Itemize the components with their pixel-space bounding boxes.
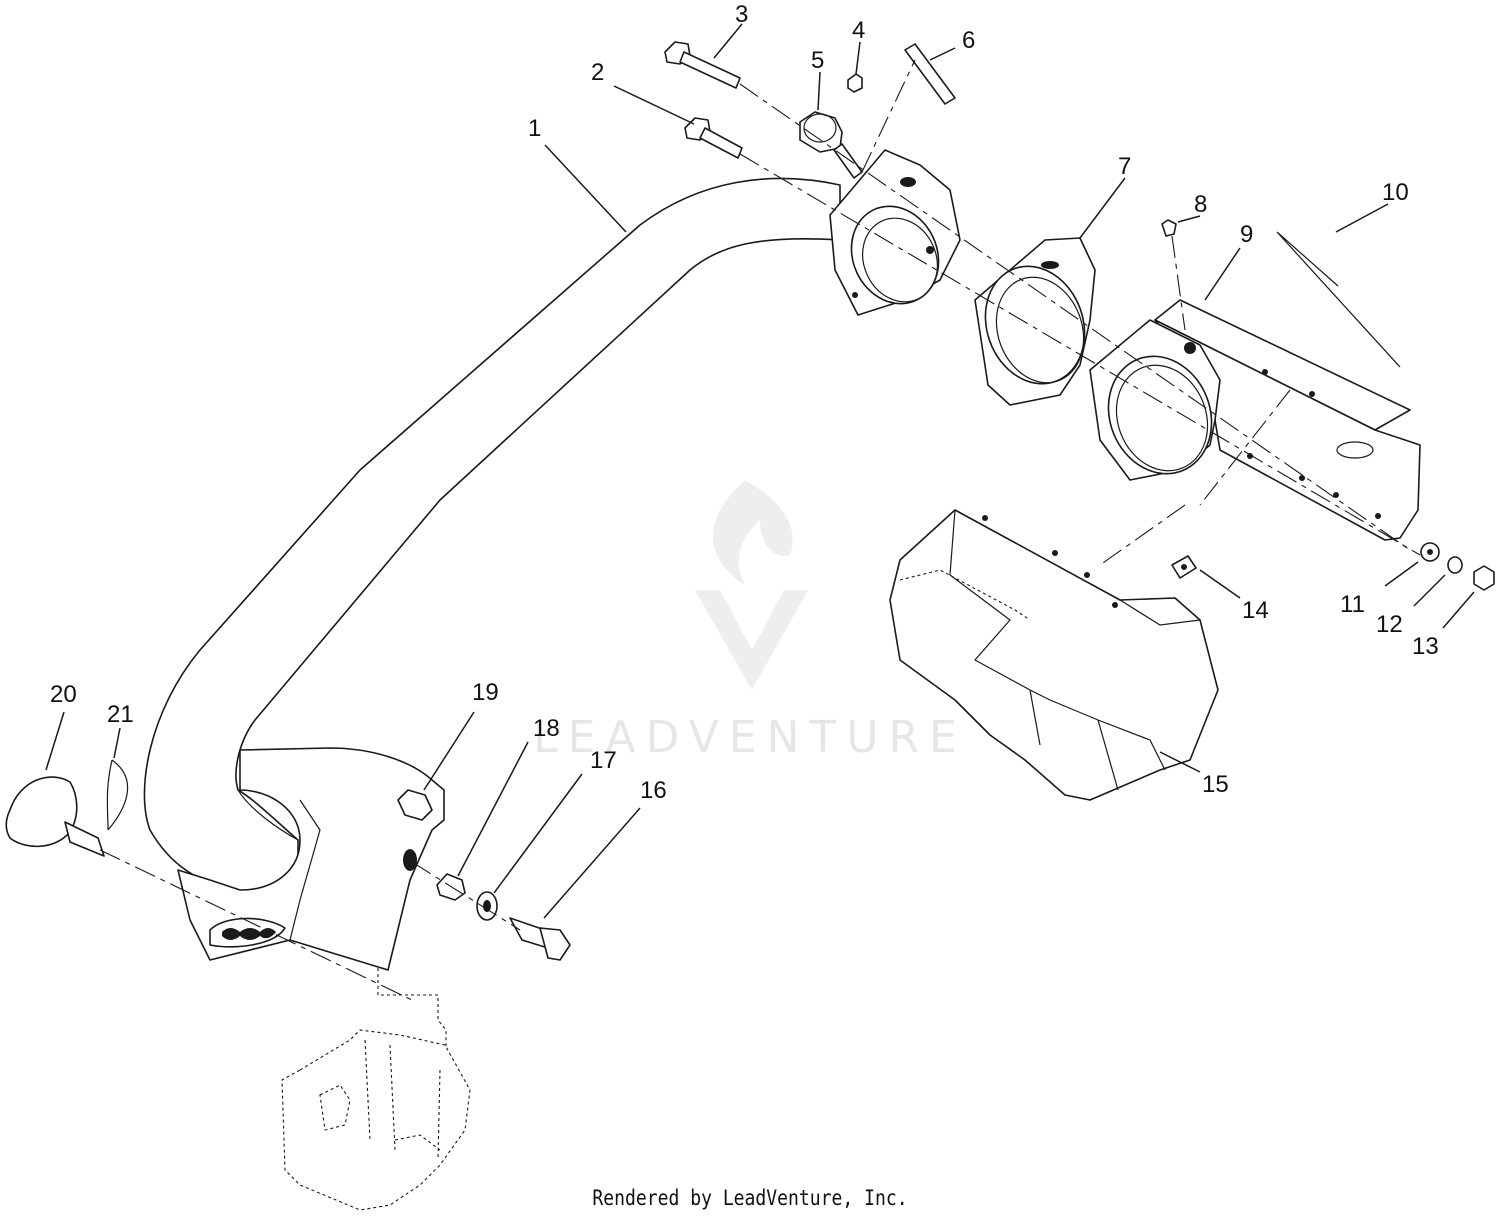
footer-credit: Rendered by LeadVenture, Inc.: [592, 1186, 908, 1210]
callout-1: 1: [528, 115, 541, 142]
heat-shield-plate: [1276, 231, 1401, 368]
callout-16: 16: [640, 777, 667, 804]
callout-12: 12: [1376, 611, 1403, 638]
pipe-mount-bracket: [177, 747, 445, 971]
callout-18: 18: [533, 715, 560, 742]
muffler: [889, 509, 1219, 801]
callout-4: 4: [852, 17, 865, 44]
callout-20: 20: [50, 681, 77, 708]
assembly-axis-lines: [99, 59, 1421, 1001]
callout-leaders: [45, 23, 1475, 919]
pipe-flange: [829, 149, 961, 316]
watermark-text: LEADVENTURE: [533, 712, 967, 763]
callout-19: 19: [472, 679, 499, 706]
callout-7: 7: [1118, 153, 1131, 180]
callout-3: 3: [735, 1, 748, 28]
callout-numbers: 1 2 3 4 5 6 7 8 9 10 11 12 13 14 15 16 1…: [50, 1, 1439, 804]
callout-9: 9: [1240, 221, 1253, 248]
callout-17: 17: [590, 747, 617, 774]
callout-14: 14: [1242, 597, 1269, 624]
callout-5: 5: [811, 47, 824, 74]
callout-6: 6: [962, 27, 975, 54]
callout-15: 15: [1202, 771, 1229, 798]
muffler-bracket: [1089, 299, 1421, 541]
callout-13: 13: [1412, 633, 1439, 660]
watermark-logo: LEADVENTURE: [533, 480, 967, 763]
hardware: [5, 41, 1495, 961]
callout-10: 10: [1382, 179, 1409, 206]
callout-8: 8: [1194, 191, 1207, 218]
exhaust-gasket: [974, 237, 1096, 406]
callout-11: 11: [1340, 591, 1365, 618]
ghost-mount-bracket: [281, 968, 471, 1211]
callout-2: 2: [591, 59, 604, 86]
callout-21: 21: [107, 701, 134, 728]
